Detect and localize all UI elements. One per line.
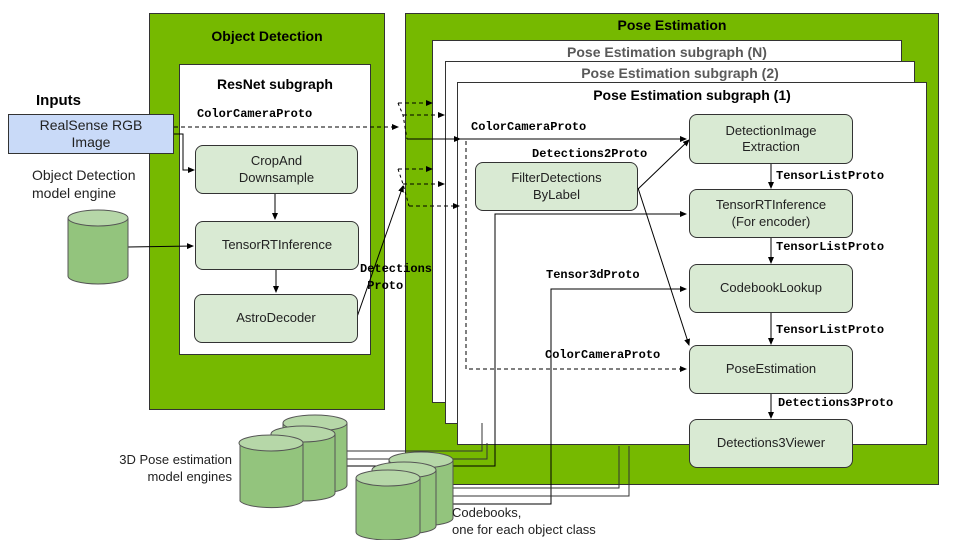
edge-codebooks-to-lookup: [420, 286, 687, 505]
edge-rgb-to-crop: [174, 133, 195, 173]
colorcamera-label-2: ColorCameraProto: [545, 348, 661, 362]
tensorrt-inference-node[interactable]: TensorRTInference: [195, 221, 359, 270]
tensor3d-label: Tensor3dProto: [546, 268, 640, 282]
edge-engine-to-tensorrt: [127, 243, 194, 250]
tensorrt-encoder-node[interactable]: TensorRTInference (For encoder): [689, 189, 853, 238]
detections3-label: Detections3Proto: [778, 396, 894, 410]
detections-proto-label: Detections Proto: [360, 262, 433, 293]
pose-engine-cylinder-1: [238, 434, 304, 509]
detections2-label: Detections2Proto: [532, 147, 648, 161]
codebooks-label: Codebooks, one for each object class: [452, 505, 596, 537]
crop-and-downsample-node[interactable]: CropAnd Downsample: [195, 145, 358, 194]
pose-subgraph-2-title: Pose Estimation subgraph (2): [581, 65, 779, 81]
od-engine-label: Object Detection model engine: [32, 167, 136, 202]
pose-engines-label: 3D Pose estimation model engines: [119, 452, 232, 484]
detections3-viewer-node[interactable]: Detections3Viewer: [689, 419, 853, 468]
pose-subgraph-n-title: Pose Estimation subgraph (N): [567, 44, 767, 60]
resnet-subgraph-title: ResNet subgraph: [217, 76, 333, 92]
codebook-lookup-node[interactable]: CodebookLookup: [689, 264, 853, 313]
edge-colorcamera-to-pose: [465, 141, 687, 372]
tensorlist-label-1: TensorListProto: [776, 169, 885, 183]
tensorlist-label-3: TensorListProto: [776, 323, 885, 337]
pose-estimation-node[interactable]: PoseEstimation: [689, 345, 853, 394]
colorcamera-label-1: ColorCameraProto: [471, 120, 587, 134]
pose-estimation-title: Pose Estimation: [617, 17, 727, 33]
codebook-cylinder-1: [355, 469, 421, 540]
filter-detections-node[interactable]: FilterDetections ByLabel: [475, 162, 638, 211]
detection-image-extraction-node[interactable]: DetectionImage Extraction: [689, 114, 853, 164]
edge-astro-to-pose: [356, 185, 404, 318]
od-colorcamera-label: ColorCameraProto: [197, 107, 313, 121]
tensorlist-label-2: TensorListProto: [776, 240, 885, 254]
pose-subgraph-1-title: Pose Estimation subgraph (1): [593, 87, 791, 103]
realsense-rgb-image[interactable]: RealSense RGB Image: [8, 114, 174, 154]
object-detection-title: Object Detection: [211, 28, 323, 44]
astro-decoder-node[interactable]: AstroDecoder: [194, 294, 358, 343]
inputs-heading: Inputs: [36, 92, 81, 109]
edge-filter-to-extraction: [636, 139, 690, 191]
